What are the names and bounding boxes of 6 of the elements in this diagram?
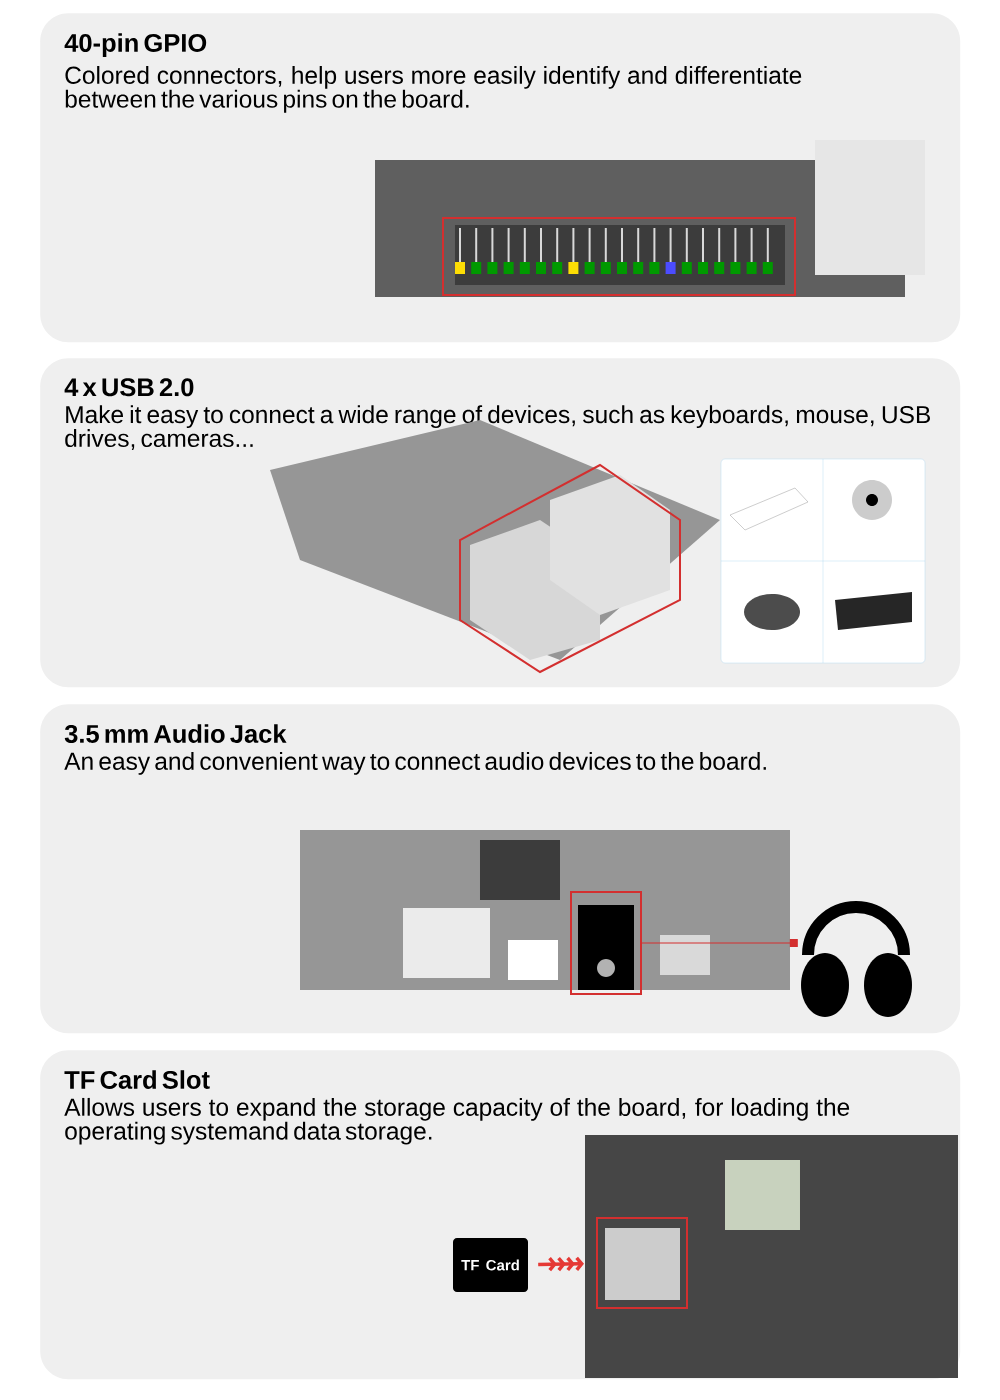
- connector-arrow: [538, 1256, 584, 1272]
- highlight-box: [596, 1217, 688, 1309]
- headphones-picture: [801, 901, 912, 1017]
- tf-card: TF Card: [453, 1238, 528, 1292]
- highlight-box: [570, 891, 642, 995]
- connector-arrow: [641, 939, 798, 947]
